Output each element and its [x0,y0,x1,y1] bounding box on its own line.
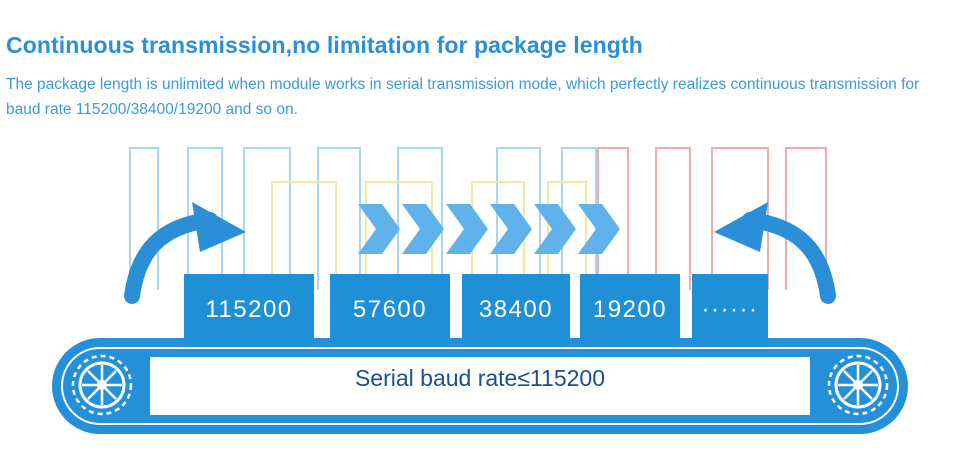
baud-box-19200: 19200 [580,274,680,346]
conveyor-label: Serial baud rate≤115200 [354,365,606,391]
chevron-arrows [358,204,620,254]
gear-icon [827,354,889,416]
chevron-right-icon [402,204,444,254]
page-title: Continuous transmission,no limitation fo… [6,32,643,58]
chevron-right-icon [490,204,532,254]
chevron-right-icon [446,204,488,254]
chevron-right-icon [358,204,400,254]
baud-box-38400: 38400 [462,274,570,346]
curved-arrow-right [714,202,836,304]
gear-icon [71,354,133,416]
signal-waves-red [597,147,827,290]
baud-box-115200: 115200 [184,274,314,346]
curved-arrow-left [124,202,246,304]
baud-box-more: ······ [692,274,768,346]
chevron-right-icon [578,204,620,254]
page-subtitle: The package length is unlimited when mod… [6,76,920,118]
baud-box-57600: 57600 [330,274,450,346]
chevron-right-icon [534,204,576,254]
conveyor-belt [52,338,908,434]
